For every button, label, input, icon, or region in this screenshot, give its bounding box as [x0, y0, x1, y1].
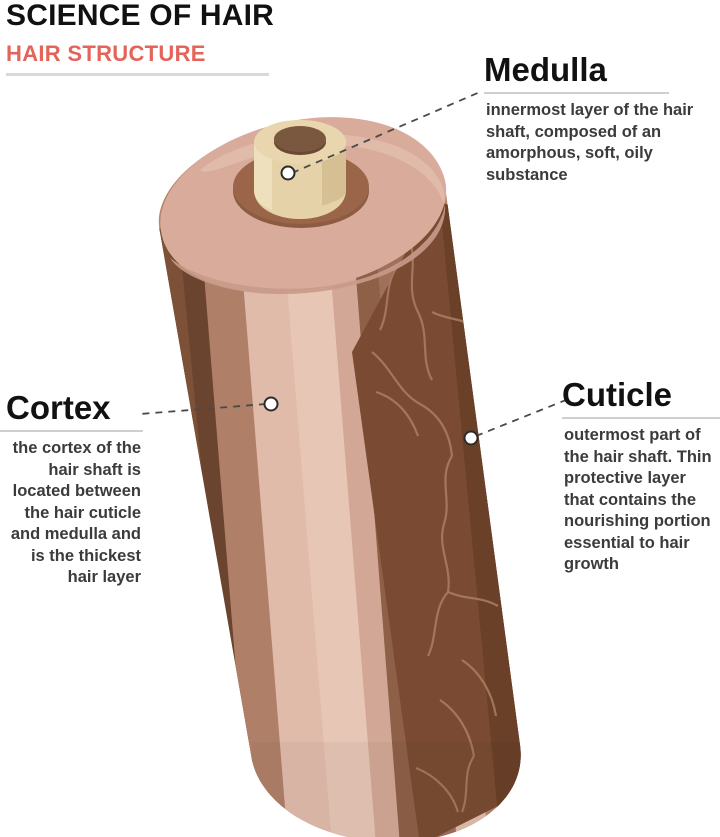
layer-markers [263, 165, 479, 446]
facet-band-2-light [238, 209, 340, 837]
cuticle-marker[interactable] [463, 430, 479, 446]
callout-cuticle: Cuticle outermost part of the hair shaft… [562, 377, 720, 576]
callout-medulla: Medulla innermost layer of the hair shaf… [484, 52, 720, 186]
header: SCIENCE OF HAIR HAIR STRUCTURE [6, 0, 386, 76]
cuticle-panel-shadow [440, 203, 521, 815]
callout-cortex: Cortex the cortex of the hair shaft is l… [0, 390, 143, 589]
callout-medulla-body: innermost layer of the hair shaft, compo… [486, 101, 694, 184]
medulla-hole-inner [274, 126, 326, 152]
callout-cortex-heading: Cortex [6, 389, 111, 426]
leader-line-cortex [139, 403, 267, 415]
callout-cortex-divider [0, 430, 143, 432]
facet-band-3-lighter [281, 201, 382, 837]
cuticle-crack-lines [371, 239, 499, 813]
cortex-marker[interactable] [263, 396, 279, 412]
page-subtitle: HAIR STRUCTURE [6, 41, 206, 66]
medulla-tube-shade [322, 146, 346, 206]
leader-line-medulla [291, 91, 481, 174]
header-divider [6, 73, 269, 76]
facet-band-1 [200, 216, 300, 837]
medulla-tube [254, 120, 346, 219]
callout-cuticle-heading: Cuticle [562, 376, 673, 413]
bottom-shade [248, 742, 530, 837]
callout-cortex-body: the cortex of the hair shaft is located … [10, 439, 141, 586]
medulla-tube-highlight [254, 146, 272, 210]
page-title: SCIENCE OF HAIR [6, 0, 275, 32]
medulla-marker[interactable] [280, 165, 296, 181]
leader-line-cuticle [475, 399, 567, 437]
facet-band-4-mid [325, 197, 406, 837]
callout-cuticle-body: outermost part of the hair shaft. Thin p… [564, 426, 712, 573]
callout-cuticle-divider [562, 417, 720, 419]
callout-medulla-heading: Medulla [484, 51, 607, 88]
leader-lines [139, 91, 567, 437]
callout-medulla-divider [484, 92, 669, 94]
